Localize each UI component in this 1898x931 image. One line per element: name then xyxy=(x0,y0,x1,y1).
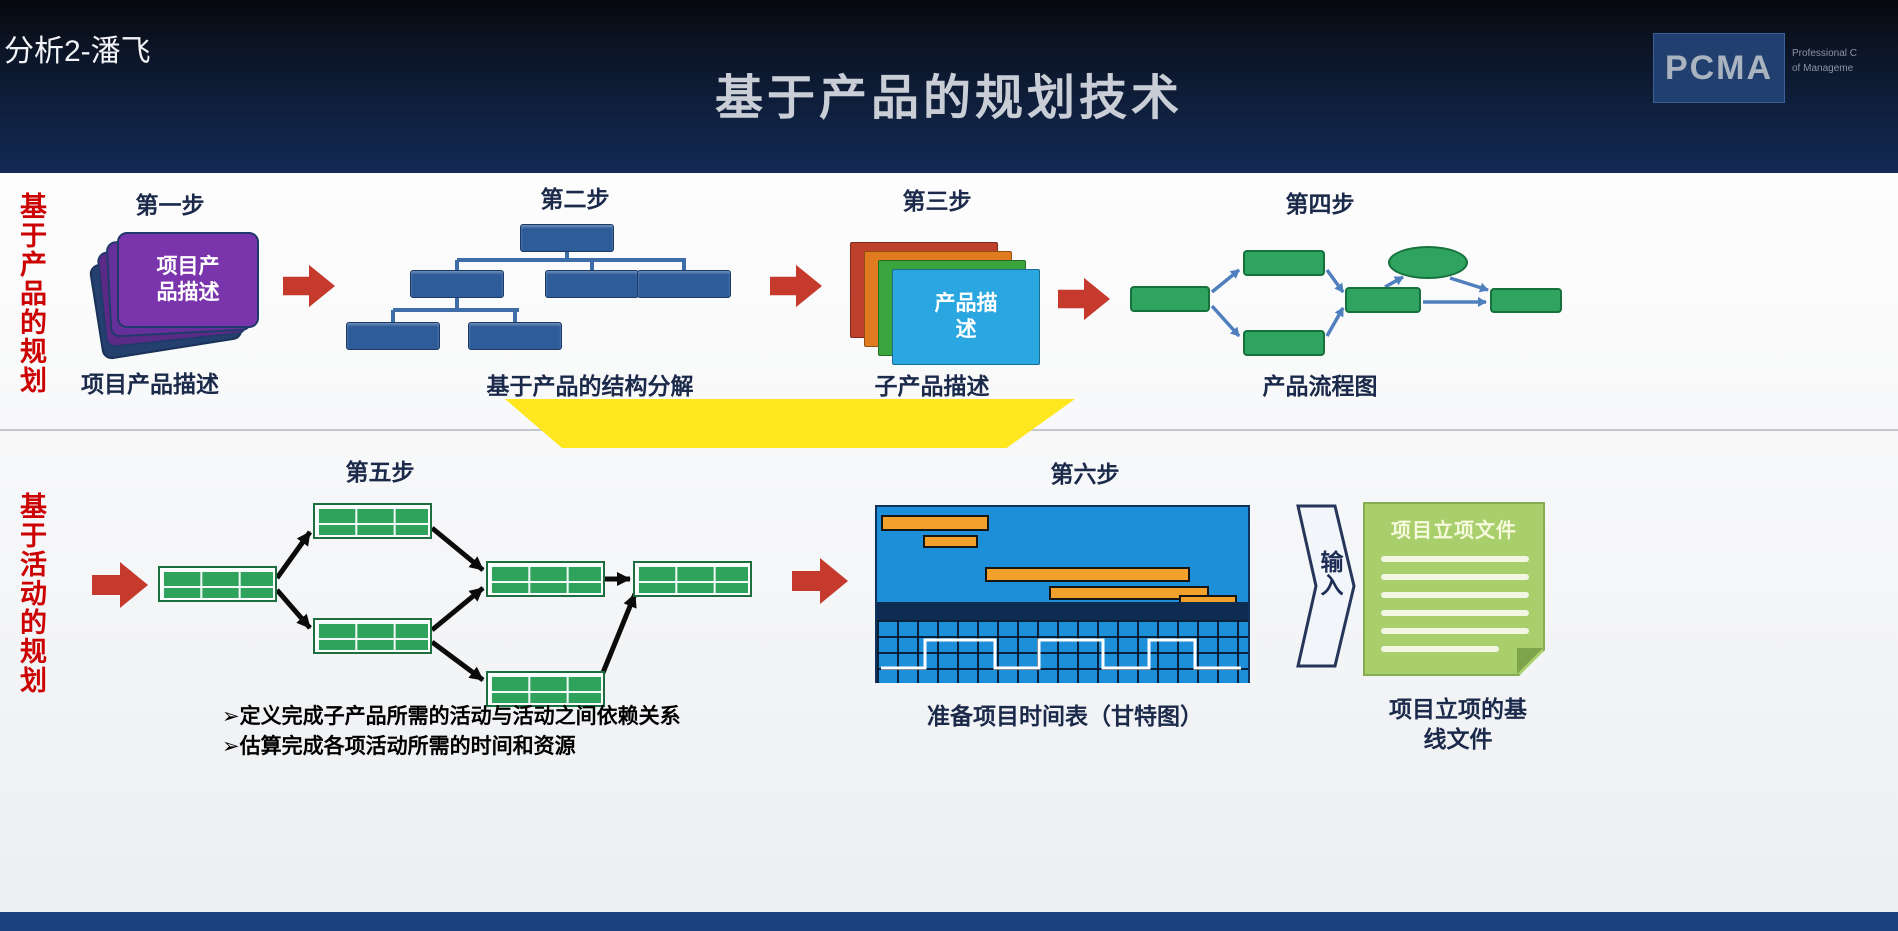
step5-label: 第五步 xyxy=(345,459,415,485)
step3-caption: 子产品描述 xyxy=(874,373,990,399)
pcma-logo: PCMA xyxy=(1653,33,1785,103)
card-front-layer: 项目产品描述 xyxy=(117,232,259,328)
wbs-connector xyxy=(393,308,519,312)
funnel-shape xyxy=(505,399,1075,448)
video-caption: 分析2-潘飞 xyxy=(4,35,151,68)
activity-box xyxy=(486,671,605,707)
gantt-chart xyxy=(875,505,1250,683)
gantt-bar xyxy=(985,567,1190,582)
gantt-resource-line xyxy=(881,638,1241,670)
doc-line xyxy=(1381,628,1529,634)
flow-box xyxy=(1243,250,1325,276)
wbs-connector xyxy=(457,258,686,262)
activity-box xyxy=(633,561,752,597)
pcma-logo-line1: Professional C xyxy=(1792,48,1858,59)
pcma-logo-line2: of Manageme xyxy=(1792,63,1854,74)
document-caption: 项目立项的基线文件 xyxy=(1389,696,1527,752)
card-front-text: 项目产品描述 xyxy=(156,254,220,304)
gantt-bar xyxy=(1049,586,1209,600)
doc-line xyxy=(1381,610,1529,616)
activity-box xyxy=(158,566,277,602)
flow-box xyxy=(1490,288,1562,313)
doc-line xyxy=(1381,646,1499,652)
wbs-box-root xyxy=(520,224,614,252)
step5-bullet-2: ➢估算完成各项活动所需的时间和资源 xyxy=(222,735,576,758)
activity-box xyxy=(313,503,432,539)
wbs-connector xyxy=(513,310,517,324)
wbs-box xyxy=(410,270,504,298)
flow-connectors xyxy=(1210,268,1489,338)
gantt-separator xyxy=(877,602,1248,620)
header: 分析2-潘飞 基于产品的规划技术 PCMA Professional C of … xyxy=(0,0,1898,173)
pcma-logo-text: PCMA xyxy=(1664,48,1774,87)
product-description-cards: 项目产品描述 xyxy=(88,232,270,361)
step1-caption: 项目产品描述 xyxy=(81,371,219,397)
gantt-bar xyxy=(881,515,989,531)
gantt-grid xyxy=(877,620,1248,683)
wbs-connector xyxy=(391,310,395,324)
step5-bullet-1: ➢定义完成子产品所需的活动与活动之间依赖关系 xyxy=(222,705,681,728)
page-title: 基于产品的规划技术 xyxy=(714,72,1183,125)
step4-caption: 产品流程图 xyxy=(1262,373,1378,399)
wbs-box xyxy=(346,322,440,350)
step6-caption: 准备项目时间表（甘特图） xyxy=(927,703,1203,729)
activity-box xyxy=(486,561,605,597)
baseline-document-title: 项目立项文件 xyxy=(1391,520,1517,542)
wbs-box xyxy=(637,270,731,298)
baseline-document: 项目立项文件 xyxy=(1363,502,1545,676)
step2-label: 第二步 xyxy=(540,186,610,212)
side-label-activity-planning: 基于活动的规划 xyxy=(16,492,46,695)
side-label-product-planning: 基于产品的规划 xyxy=(16,192,46,395)
sub-product-card-text: 产品描述 xyxy=(934,291,998,341)
footer-bar xyxy=(0,912,1898,931)
flow-box xyxy=(1243,330,1325,356)
gantt-bar xyxy=(923,535,978,548)
input-arrow xyxy=(1296,504,1356,668)
wbs-connector xyxy=(455,260,459,272)
doc-line xyxy=(1381,592,1529,598)
card-blue-front-layer: 产品描述 xyxy=(892,269,1040,365)
step3-label: 第三步 xyxy=(902,188,972,214)
step4-label: 第四步 xyxy=(1285,191,1355,217)
flow-box xyxy=(1130,286,1210,312)
wbs-box xyxy=(468,322,562,350)
wbs-connector xyxy=(455,298,459,310)
pcma-logo-subtext: Professional C of Manageme xyxy=(1792,46,1857,76)
step1-label: 第一步 xyxy=(135,192,205,218)
wbs-connector xyxy=(565,252,569,260)
flow-box xyxy=(1345,287,1421,313)
wbs-box xyxy=(545,270,639,298)
step2-caption: 基于产品的结构分解 xyxy=(486,373,694,399)
wbs-connector xyxy=(590,260,594,272)
network-connectors xyxy=(274,526,638,683)
input-arrow-label: 输入 xyxy=(1317,550,1343,596)
step6-label: 第六步 xyxy=(1050,461,1120,487)
activity-box xyxy=(313,618,432,654)
flow-ellipse xyxy=(1388,246,1468,279)
sub-product-cards: 产品描述 xyxy=(850,242,1042,367)
doc-line xyxy=(1381,556,1529,562)
wbs-connector xyxy=(682,260,686,272)
doc-line xyxy=(1381,574,1529,580)
